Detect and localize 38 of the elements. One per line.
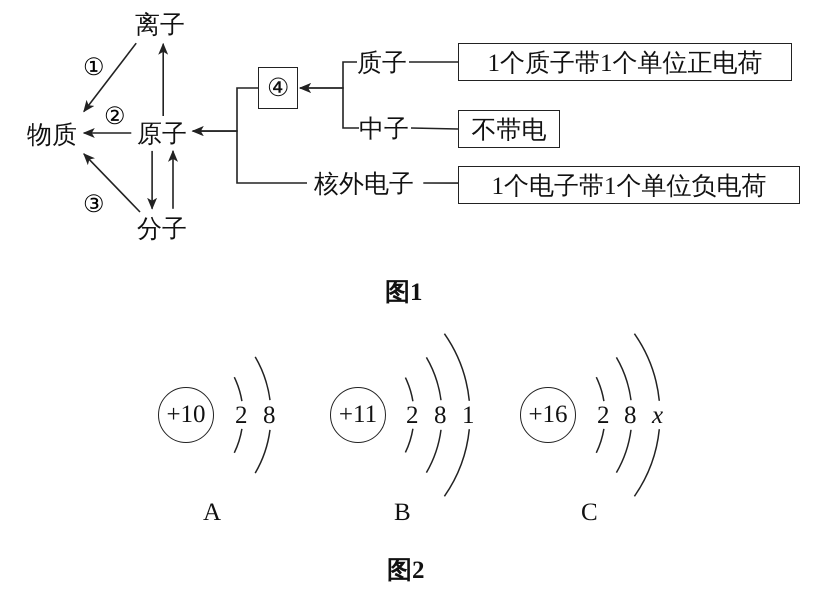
atom-letter: A (203, 500, 222, 525)
term-text: 原子 (133, 117, 191, 149)
arrow (83, 42, 137, 112)
arrow (147, 150, 158, 210)
number-box: ④ (258, 67, 298, 109)
shell-electron-count: 1 (462, 403, 474, 428)
term-text: 中子 (359, 112, 409, 144)
description-box: 1个质子带1个单位正电荷 (458, 43, 792, 81)
figure-caption: 图2 (387, 558, 424, 583)
term-text: 离子 (133, 8, 187, 40)
atom-letter: B (394, 500, 411, 525)
arrow (82, 128, 132, 138)
nucleus-circle: +10 (158, 387, 214, 443)
atom-letter: C (581, 500, 598, 525)
term-text: 核外电子 (307, 167, 421, 199)
arrow (168, 150, 178, 209)
figure-caption: 图1 (385, 280, 422, 305)
shell-electron-count: 2 (597, 403, 610, 428)
shell-electron-count: 2 (406, 403, 418, 428)
connector-line (409, 61, 458, 63)
description-box: 1个电子带1个单位负电荷 (458, 166, 800, 204)
term-text: 物质 (22, 118, 82, 150)
connector-line (423, 182, 458, 184)
connector-line (410, 127, 458, 130)
shell-electron-count: 8 (624, 403, 636, 428)
shell-electron-count: 2 (235, 403, 248, 428)
arrow (299, 83, 359, 129)
nucleus-circle: +16 (520, 387, 576, 443)
arrow (158, 42, 168, 116)
term-text: 质子 (357, 46, 407, 78)
arrow (83, 153, 141, 213)
description-box: 不带电 (458, 110, 560, 148)
shell-electron-count: 8 (263, 403, 276, 428)
nucleus-circle: +11 (330, 387, 386, 443)
shell-electron-count: 8 (434, 403, 446, 428)
shell-electron-count: x (652, 403, 664, 428)
arrow (192, 126, 307, 184)
term-text: 分子 (133, 212, 191, 244)
